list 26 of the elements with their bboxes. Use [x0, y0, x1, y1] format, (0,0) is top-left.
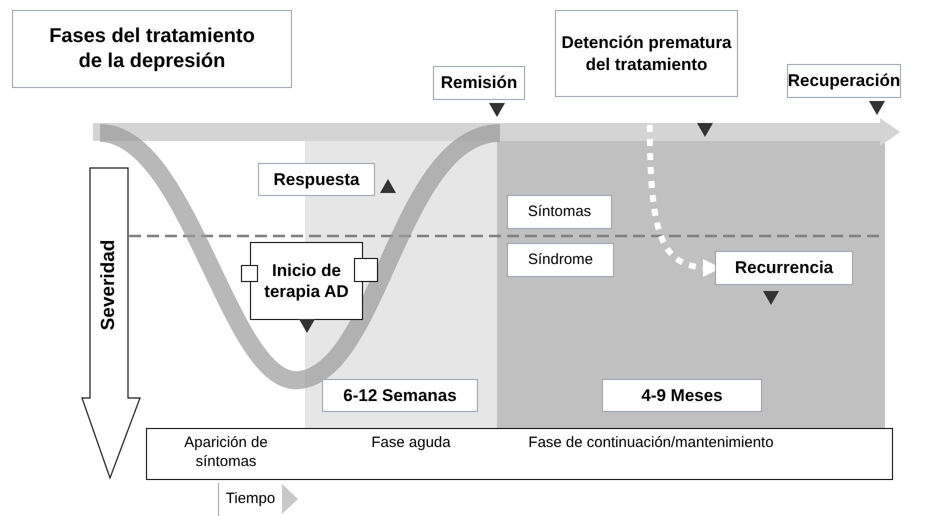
title: Fases del tratamiento de la depresión: [12, 10, 292, 88]
node-text: Síndrome: [528, 250, 594, 270]
node-text: 6-12 Semanas: [343, 384, 457, 406]
label-box: [507, 195, 612, 229]
label-box: [507, 243, 614, 277]
label-box: [602, 379, 762, 412]
label-box: [787, 64, 901, 98]
label-box: [715, 251, 853, 285]
node-text: Detención prematura del tratamiento: [560, 32, 733, 75]
axis-label: Severidad: [96, 240, 120, 330]
node-text: Aparición de síntomas: [183, 434, 269, 472]
label-box: [250, 242, 363, 320]
node-text: Inicio de terapia AD: [263, 260, 350, 302]
node-text: Remisión: [440, 72, 518, 94]
label-box: [322, 379, 478, 412]
node-text: Fase aguda: [370, 434, 452, 453]
phase-bar: [146, 428, 893, 480]
node-text: Síntomas: [528, 202, 592, 222]
node-text: Recurrencia: [734, 257, 834, 279]
label-box: [258, 163, 375, 196]
node-text: Respuesta: [274, 168, 360, 190]
node-text: Fase de continuación/mantenimiento: [527, 434, 775, 453]
label-box: [555, 10, 738, 97]
node-text: Recuperación: [788, 70, 900, 92]
label-box: [433, 66, 525, 100]
node-text: 4-9 Meses: [641, 384, 723, 406]
